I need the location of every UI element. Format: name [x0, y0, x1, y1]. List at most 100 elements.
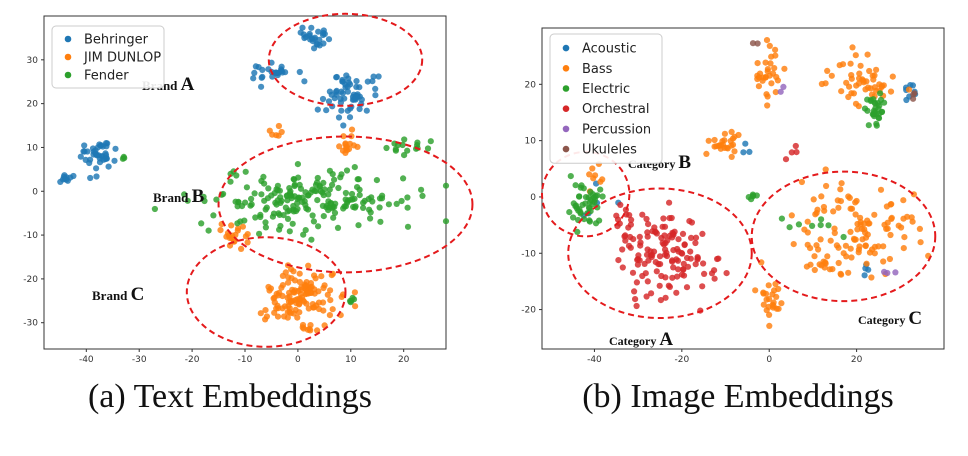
data-point — [329, 181, 336, 188]
data-point — [241, 217, 248, 224]
data-point — [181, 191, 188, 198]
data-point — [625, 224, 632, 231]
legend-marker — [64, 35, 72, 43]
data-point — [742, 140, 749, 147]
data-point — [100, 156, 107, 163]
x-tick-label: -20 — [185, 355, 200, 365]
data-point — [773, 73, 780, 81]
data-point — [855, 249, 862, 256]
legend-marker — [562, 125, 570, 133]
data-point — [87, 174, 94, 182]
data-point — [572, 182, 579, 189]
data-point — [567, 173, 574, 180]
data-point — [680, 266, 687, 273]
data-point — [692, 261, 699, 268]
data-point — [703, 150, 710, 157]
data-point — [754, 72, 761, 79]
data-point — [852, 211, 859, 218]
series-ukuleles — [749, 40, 918, 102]
data-point — [848, 205, 856, 212]
data-point — [865, 122, 872, 129]
data-point — [721, 144, 728, 151]
data-point — [665, 282, 672, 289]
data-point — [670, 247, 677, 254]
data-point — [367, 215, 374, 222]
data-point — [301, 283, 308, 290]
data-point — [669, 274, 676, 281]
data-point — [772, 89, 779, 96]
data-point — [373, 177, 380, 184]
data-point — [325, 191, 332, 198]
data-point — [355, 222, 362, 229]
scatter-points — [57, 24, 450, 334]
data-point — [866, 67, 873, 75]
data-point — [749, 40, 757, 47]
data-point — [631, 288, 638, 295]
data-point — [290, 268, 297, 275]
data-point — [597, 186, 604, 193]
y-tick-label: 30 — [27, 56, 39, 66]
data-point — [269, 213, 276, 220]
data-point — [715, 255, 722, 262]
data-point — [210, 212, 217, 219]
data-point — [901, 234, 908, 241]
data-point — [327, 287, 334, 294]
data-point — [262, 307, 269, 314]
data-point — [627, 233, 634, 241]
data-point — [900, 215, 907, 222]
data-point — [228, 222, 235, 229]
data-point — [300, 231, 307, 238]
data-point — [294, 161, 301, 168]
data-point — [859, 236, 866, 243]
data-point — [765, 295, 773, 303]
data-point — [98, 142, 105, 149]
data-point — [323, 204, 330, 211]
data-point — [766, 322, 773, 329]
data-point — [577, 210, 584, 217]
data-point — [855, 80, 863, 87]
data-point — [401, 152, 408, 159]
data-point — [880, 243, 887, 250]
data-point — [287, 299, 295, 306]
data-point — [854, 220, 861, 228]
data-point — [282, 269, 289, 276]
data-point — [816, 261, 823, 268]
data-point — [354, 176, 361, 183]
data-point — [880, 258, 887, 265]
data-point — [835, 259, 842, 267]
data-point — [861, 272, 868, 279]
legend-label: Electric — [582, 82, 630, 97]
data-point — [746, 148, 753, 155]
data-point — [92, 150, 99, 157]
data-point — [315, 223, 322, 230]
data-point — [661, 223, 669, 230]
data-point — [356, 192, 363, 199]
data-point — [320, 284, 327, 292]
region-label: Brand C — [92, 284, 144, 305]
data-point — [838, 180, 845, 187]
data-point — [365, 195, 372, 203]
data-point — [845, 193, 852, 200]
data-point — [643, 215, 650, 223]
data-point — [251, 69, 258, 76]
data-point — [251, 190, 258, 197]
data-point — [111, 157, 118, 164]
data-point — [830, 208, 837, 215]
data-point — [596, 217, 603, 224]
data-point — [786, 224, 793, 231]
data-point — [905, 86, 913, 93]
data-point — [372, 92, 379, 99]
data-point — [643, 293, 650, 300]
data-point — [729, 141, 737, 148]
data-point — [226, 242, 234, 249]
x-tick-label: 0 — [295, 355, 301, 365]
data-point — [858, 225, 866, 232]
data-point — [327, 297, 334, 304]
data-point — [731, 148, 738, 155]
data-point — [636, 233, 643, 240]
data-point — [326, 312, 333, 319]
series-behringer — [57, 24, 382, 185]
data-point — [864, 107, 871, 114]
data-point — [781, 65, 788, 72]
